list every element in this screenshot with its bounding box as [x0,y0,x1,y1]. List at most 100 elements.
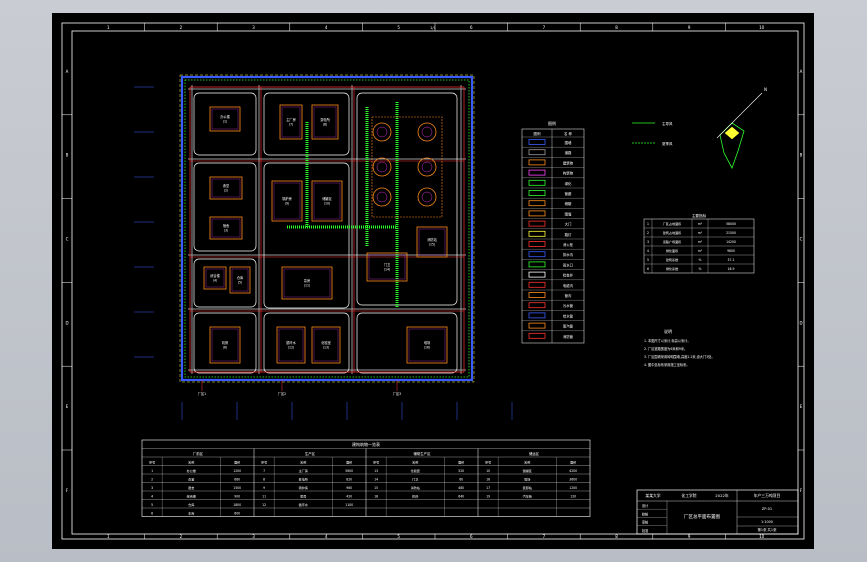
tb-role: 批准 [642,528,649,533]
bottom-table-cell: 办公楼 [187,468,196,473]
building-inner-b11 [283,268,331,298]
zone-mark-bottom: 7 [543,534,546,539]
building-b12 [276,326,306,364]
legend-item: 围墙 [565,140,572,145]
tech-table-cell: m² [698,249,703,253]
tech-table-title: 主要指标 [692,213,707,218]
building-label: 变电所 [320,117,330,122]
zone-mark-bottom: 1 [107,534,110,539]
building-inner-b4 [205,268,225,288]
building-b16 [406,326,448,364]
tb-project: 年产三万吨项目 [754,493,781,498]
bottom-table-cell: 9 [263,486,265,490]
bottom-table-cell: 600 [234,512,240,516]
legend-item: 电缆沟 [563,283,574,288]
building-label: 锅炉房 [282,196,292,201]
bottom-table-cell: 19 [486,495,490,499]
bottom-table-cell: 6 [151,512,153,516]
storage-tank-inner [376,191,388,203]
tech-table-cell: 绿化面积 [666,248,678,253]
legend-swatch [528,332,546,339]
storage-tank [372,157,392,177]
legend-swatch [528,149,546,156]
site-boundary [179,74,475,383]
zone-mark-bottom: 9 [688,534,691,539]
legend-swatch [528,169,546,176]
bottom-table-cell: 3 [151,486,153,490]
zone-mark-left: F [66,488,69,493]
notes-line: 2. 厂区道路宽度为6米和9米。 [644,346,687,351]
bottom-table-cell: 主厂房 [299,468,308,473]
tech-table-cell: 绿化系数 [666,266,678,271]
tech-table-cell: 14200 [726,240,736,244]
legend-item: 污水管 [563,303,574,308]
building-b11 [281,266,333,300]
bottom-table-cell: 120 [570,495,576,499]
zone-mark-left: B [66,153,69,158]
wind-legend: 主导风 [662,121,673,126]
bottom-table-cell: 1100 [345,503,353,507]
bottom-table-header: 序号 [149,460,155,465]
legend-swatch [528,139,546,145]
zone-outline [193,92,257,156]
gate-label: 厂区2 [278,392,286,396]
building-b3 [209,216,243,240]
notes-line: 3. 厂区围墙采用砖砌围墙,高度2.2米,设大门3处。 [644,354,715,359]
gate-label: 厂区3 [393,392,401,396]
storage-tank-inner [421,126,433,138]
bottom-table-header: 序号 [373,460,379,465]
storage-tank-inner [376,161,388,173]
pipe-network [189,86,465,373]
legend-swatch [528,241,546,247]
notes-title: 说明 [664,328,672,334]
legend-header: 图例 [534,131,542,136]
legend-item: 绿化 [565,181,572,186]
tech-table-cell: 3 [647,240,649,244]
legend-swatch [528,302,546,309]
center-mark: 1/1 [430,26,436,30]
zone-mark-bottom: 8 [615,534,618,539]
bottom-table-cell: 960 [346,486,352,490]
building-label: (2) [224,189,229,193]
building-inner-b14 [368,254,406,280]
building-label: (5) [238,281,243,285]
north-label: N [764,87,767,92]
zone-mark-left: E [66,404,69,409]
bottom-table-cell: 5 [151,503,153,507]
bottom-table-cell: 900 [234,495,240,499]
building-label: 储罐区 [322,196,332,201]
building-label: (8) [323,123,328,127]
tech-table-cell: % [699,258,702,262]
building-label: 综合楼 [210,273,220,278]
zone-mark-top: 6 [470,25,473,30]
bottom-table-cell: 循环水 [299,502,309,507]
tb-role: 设计 [642,503,649,508]
bottom-table-header: 名称 [412,460,418,465]
bottom-table-cell: 1200 [569,486,577,490]
bottom-table-cell: 锅炉房 [299,485,308,490]
building-label: 机修 [222,340,229,345]
bottom-table-group: 辅助生产区 [414,451,432,456]
building-inner-b10 [313,182,341,220]
building-inner-b5 [231,268,249,292]
bottom-table-cell: 1 [151,469,153,473]
zone-outline [263,312,350,374]
wind-legend: 夏季风 [662,141,673,146]
outer-frame [61,22,805,540]
storage-tank-inner [421,161,433,173]
legend-swatch [528,261,546,268]
building-b9 [271,180,303,222]
building-b15 [416,226,448,258]
zone-mark-top: 3 [252,25,255,30]
gate-label: 厂区1 [198,392,206,396]
building-inner-b3 [211,218,241,238]
building-inner-b7 [281,106,301,138]
zone-mark-left: C [66,237,69,242]
bottom-table-header: 序号 [261,460,267,465]
building-b2 [209,176,243,200]
bottom-table-header: 面积 [570,460,576,465]
tb-year: 2022年 [715,493,729,498]
tech-table-cell: m² [698,240,703,244]
building-label: (9) [285,202,290,206]
legend-swatch [528,179,546,186]
